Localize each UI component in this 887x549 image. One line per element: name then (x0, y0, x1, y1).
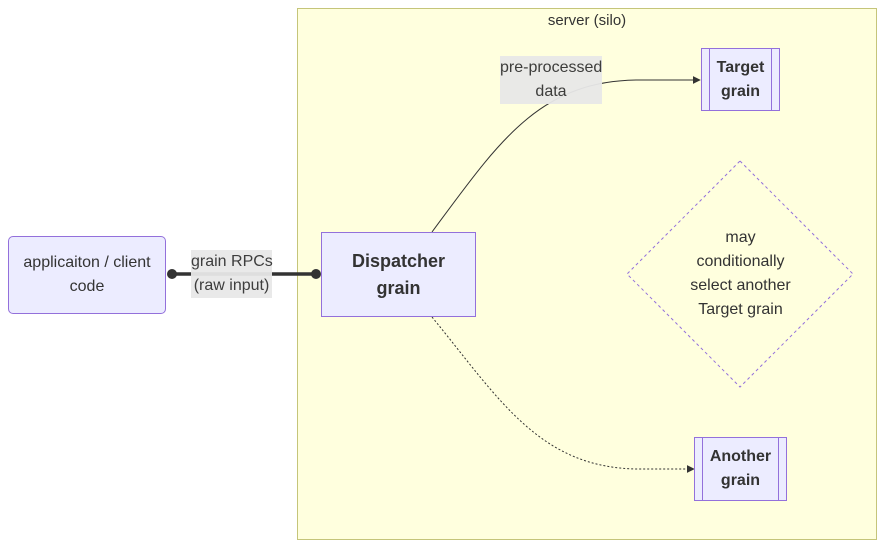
edge-label-pre-processed-data: pre-processed data (500, 56, 602, 104)
dispatcher-node-line-1: Dispatcher (351, 250, 446, 271)
target-node-line-1: Target (716, 58, 765, 76)
edge-end-circle-right (311, 269, 321, 279)
edge-dispatcher-another (431, 316, 695, 473)
decision-line-2: conditionally (696, 253, 785, 270)
decision-line-4: Target grain (698, 301, 783, 318)
decision-diamond (626, 160, 854, 388)
edge-end-circle-left (167, 269, 177, 279)
client-node-line-2: code (69, 278, 105, 295)
client-node-line-1: applicaiton / client (23, 254, 151, 271)
edge-label-data-line-2: data (535, 83, 567, 100)
edge-label-rpc-line-1: grain RPCs (191, 253, 273, 270)
dispatcher-grain-node: Dispatcher grain (321, 232, 476, 317)
edge-label-data-line-1: pre-processed (500, 59, 603, 76)
cluster-label: server (silo) (547, 12, 627, 29)
edge-dispatcher-target (431, 76, 701, 233)
target-node-line-2: grain (720, 82, 761, 100)
another-node-line-2: grain (720, 472, 761, 489)
another-grain-node: Another grain (694, 437, 787, 501)
dispatcher-node-line-2: grain (376, 277, 421, 298)
edge-label-rpc-line-2: (raw input) (193, 277, 270, 294)
client-node: applicaiton / client code (8, 236, 166, 314)
target-grain-node: Target grain (701, 48, 780, 111)
decision-line-1: may (725, 229, 756, 246)
decision-line-3: select another (690, 277, 791, 294)
decision-diamond-label: may conditionally select another Target … (668, 226, 813, 322)
edge-label-grain-rpcs: grain RPCs (raw input) (191, 250, 273, 298)
another-node-line-1: Another (709, 448, 772, 465)
